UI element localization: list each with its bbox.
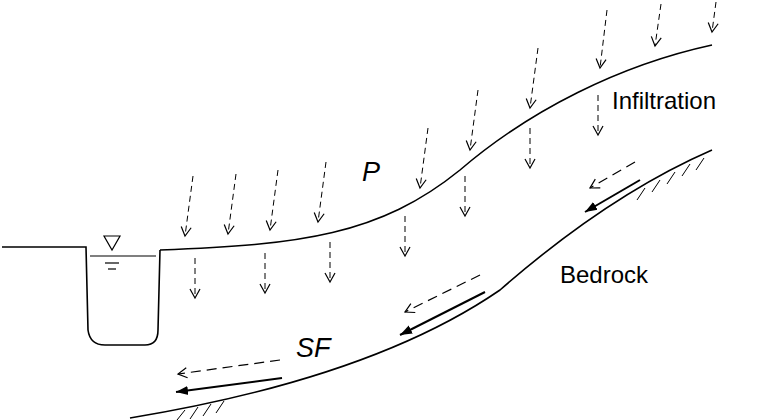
- water-line: [108, 268, 116, 269]
- infiltration-label: Infiltration: [612, 88, 716, 114]
- water-surface: [90, 255, 156, 256]
- subsurface-flow-label: SF: [296, 334, 331, 364]
- bedrock-hatch: [177, 158, 704, 420]
- water-line: [105, 262, 119, 263]
- bedrock-label: Bedrock: [560, 262, 648, 288]
- rain-arrows: [185, 2, 716, 236]
- precipitation-label: P: [362, 158, 380, 188]
- channel-bank: [2, 247, 160, 345]
- ground-surface: [160, 45, 712, 250]
- bedrock-surface: [130, 150, 712, 418]
- infiltration-arrows: [195, 95, 598, 298]
- water-level-symbol: [104, 236, 120, 250]
